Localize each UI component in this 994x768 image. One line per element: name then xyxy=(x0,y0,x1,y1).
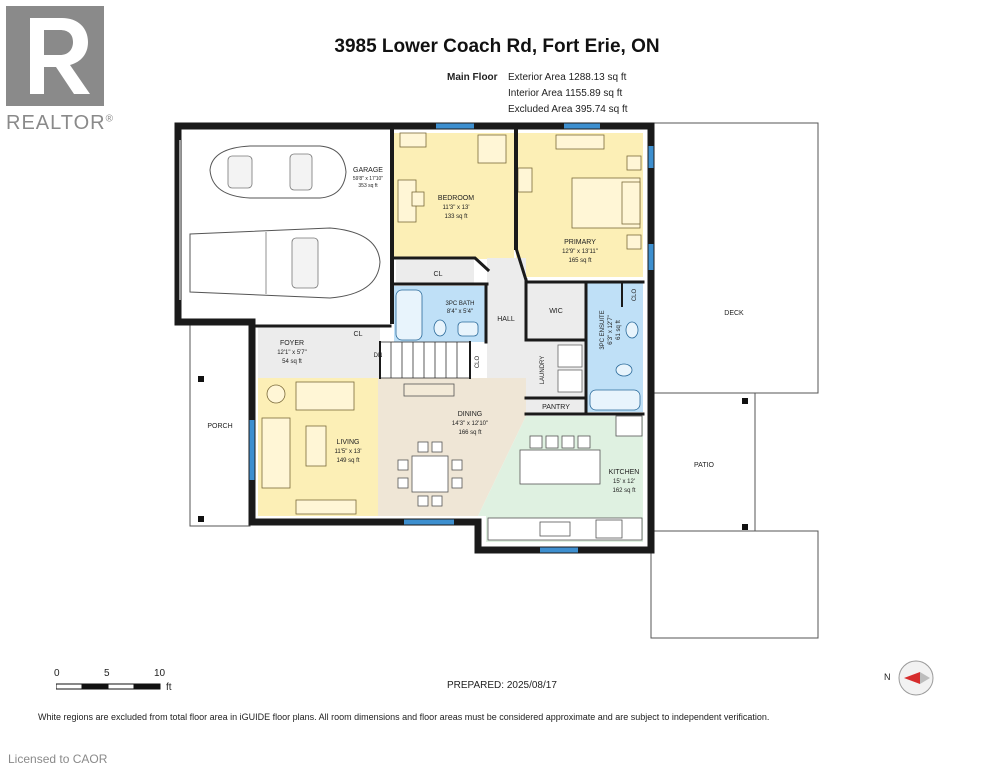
deck-label: DECK xyxy=(724,310,744,317)
scale-ten: 10 xyxy=(154,668,166,679)
primary-dims: 12'9" x 13'11" xyxy=(562,249,598,255)
foyer-closet-label: CL xyxy=(354,331,363,338)
bath-fixtures xyxy=(395,289,641,411)
living-furniture xyxy=(261,381,357,515)
registered-mark: ® xyxy=(105,113,114,125)
ensuite-area: 61 sq ft xyxy=(616,320,622,340)
ensuite-closet-label: CLO xyxy=(632,289,638,302)
primary-area: 165 sq ft xyxy=(568,258,591,264)
interior-area: Interior Area 1155.89 sq ft xyxy=(508,88,623,99)
posts xyxy=(198,376,748,530)
realtor-logo: REALTOR® xyxy=(6,6,113,134)
scale-bar: 0 5 10 ft xyxy=(52,668,182,694)
excluded-area: Excluded Area 395.74 sq ft xyxy=(508,104,628,115)
truck-icon xyxy=(189,227,381,299)
foyer-label: FOYER xyxy=(280,340,304,347)
windows xyxy=(249,123,654,553)
pantry-fill xyxy=(526,398,586,414)
ensuite-dims: 6'3" x 12'7" xyxy=(608,315,614,345)
compass-north-letter: N xyxy=(884,672,891,682)
bedroom-dims: 11'3" x 13' xyxy=(443,205,470,211)
prepared-date: PREPARED: 2025/08/17 xyxy=(447,680,557,691)
compass: N xyxy=(884,658,936,698)
kitchen-dims: 15' x 12' xyxy=(613,479,635,485)
laundry-label: LAUNDRY xyxy=(540,356,546,385)
closet-label: CL xyxy=(434,271,443,278)
scale-unit: ft xyxy=(166,682,172,693)
hall-label: HALL xyxy=(497,316,515,323)
deck-area xyxy=(650,122,819,394)
closet-fill xyxy=(396,260,474,284)
dining-area: 166 sq ft xyxy=(458,430,481,436)
stairs-down-label: DN xyxy=(374,353,383,359)
dining-dims: 14'3" x 12'10" xyxy=(452,421,488,427)
dining-table xyxy=(397,383,463,507)
realtor-logo-mark xyxy=(6,6,104,106)
foyer-dims: 12'1" x 5'7" xyxy=(277,350,307,356)
dining-label: DINING xyxy=(458,411,483,418)
patio-lower-area xyxy=(650,530,819,639)
page-title: 3985 Lower Coach Rd, Fort Erie, ON xyxy=(334,36,660,57)
ensuite-label: 3PC ENSUITE xyxy=(600,310,606,349)
scale-five: 5 xyxy=(104,668,110,679)
wic-fill xyxy=(526,283,586,339)
floor-label: Main Floor xyxy=(447,72,498,83)
pantry-label: PANTRY xyxy=(542,404,570,411)
foyer-fill xyxy=(258,326,380,378)
living-area: 149 sq ft xyxy=(336,458,359,464)
garage-label: GARAGE xyxy=(353,167,383,174)
living-dims: 11'5" x 13' xyxy=(335,449,362,455)
exterior-area: Exterior Area 1288.13 sq ft xyxy=(508,72,627,83)
realtor-logo-text: REALTOR xyxy=(6,112,106,134)
bedroom-furniture xyxy=(397,132,507,223)
scale-zero: 0 xyxy=(54,668,60,679)
porch-area xyxy=(189,322,251,527)
bath-dims: 8'4" x 5'4" xyxy=(447,309,473,315)
scale-bar-graphic xyxy=(56,683,161,690)
hall-closet-label: CLO xyxy=(475,356,481,369)
primary-label: PRIMARY xyxy=(564,239,596,246)
walls xyxy=(174,122,655,554)
foyer-area: 54 sq ft xyxy=(282,359,302,365)
kitchen-label: KITCHEN xyxy=(609,469,640,476)
primary-furniture xyxy=(517,134,642,250)
living-label: LIVING xyxy=(337,439,360,446)
porch-label: PORCH xyxy=(207,423,232,430)
patio-label: PATIO xyxy=(694,462,715,469)
bedroom-label: BEDROOM xyxy=(438,195,474,202)
patio-area xyxy=(650,392,756,532)
wic-label: WIC xyxy=(549,308,563,315)
garage-dims: 59'8" x 17'10" xyxy=(353,176,383,182)
kitchen-area: 162 sq ft xyxy=(612,488,635,494)
car-icon xyxy=(209,145,347,199)
kitchen-fixtures xyxy=(487,415,643,541)
laundry-appliances xyxy=(557,344,583,393)
disclaimer: White regions are excluded from total fl… xyxy=(38,712,770,722)
bedroom-area: 133 sq ft xyxy=(444,214,467,220)
license-notice: Licensed to CAOR xyxy=(8,752,108,766)
compass-rose-icon xyxy=(898,660,934,696)
garage-area: 353 sq ft xyxy=(358,183,378,189)
stairs xyxy=(379,341,471,379)
bath-label: 3PC BATH xyxy=(446,301,475,307)
